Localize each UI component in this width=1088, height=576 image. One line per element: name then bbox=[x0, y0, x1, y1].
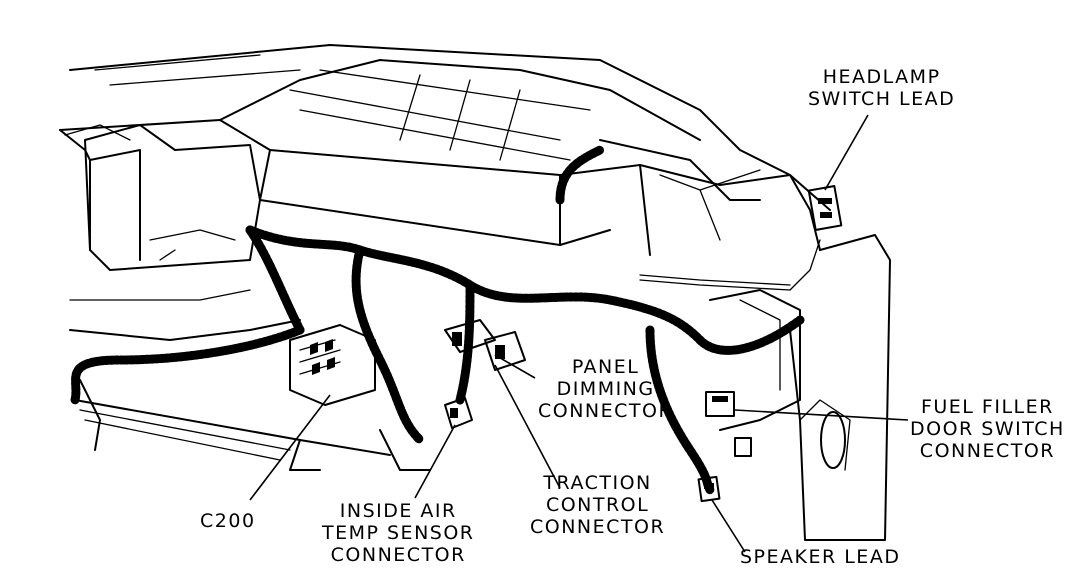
leader-speaker bbox=[711, 499, 746, 553]
leader-traction bbox=[494, 364, 561, 489]
traction-control-connector-label: TRACTION CONTROL CONNECTOR bbox=[530, 472, 666, 538]
leader-fuel-filler bbox=[734, 409, 909, 421]
inside-air-temp-sensor-connector-label: INSIDE AIR TEMP SENSOR CONNECTOR bbox=[322, 500, 475, 566]
headlamp-switch-lead-label: HEADLAMP SWITCH LEAD bbox=[808, 66, 956, 110]
leader-panel-dimming bbox=[494, 354, 536, 379]
speaker-lead-label: SPEAKER LEAD bbox=[740, 546, 901, 568]
leader-c200 bbox=[249, 394, 331, 501]
fuel-filler-door-switch-connector-label: FUEL FILLER DOOR SWITCH CONNECTOR bbox=[910, 396, 1065, 462]
panel-dimming-connector-label: PANEL DIMMING CONNECTOR bbox=[538, 356, 674, 422]
leader-inside-air bbox=[414, 424, 456, 499]
c200-label: C200 bbox=[200, 510, 256, 532]
leader-headlamp bbox=[824, 114, 869, 191]
